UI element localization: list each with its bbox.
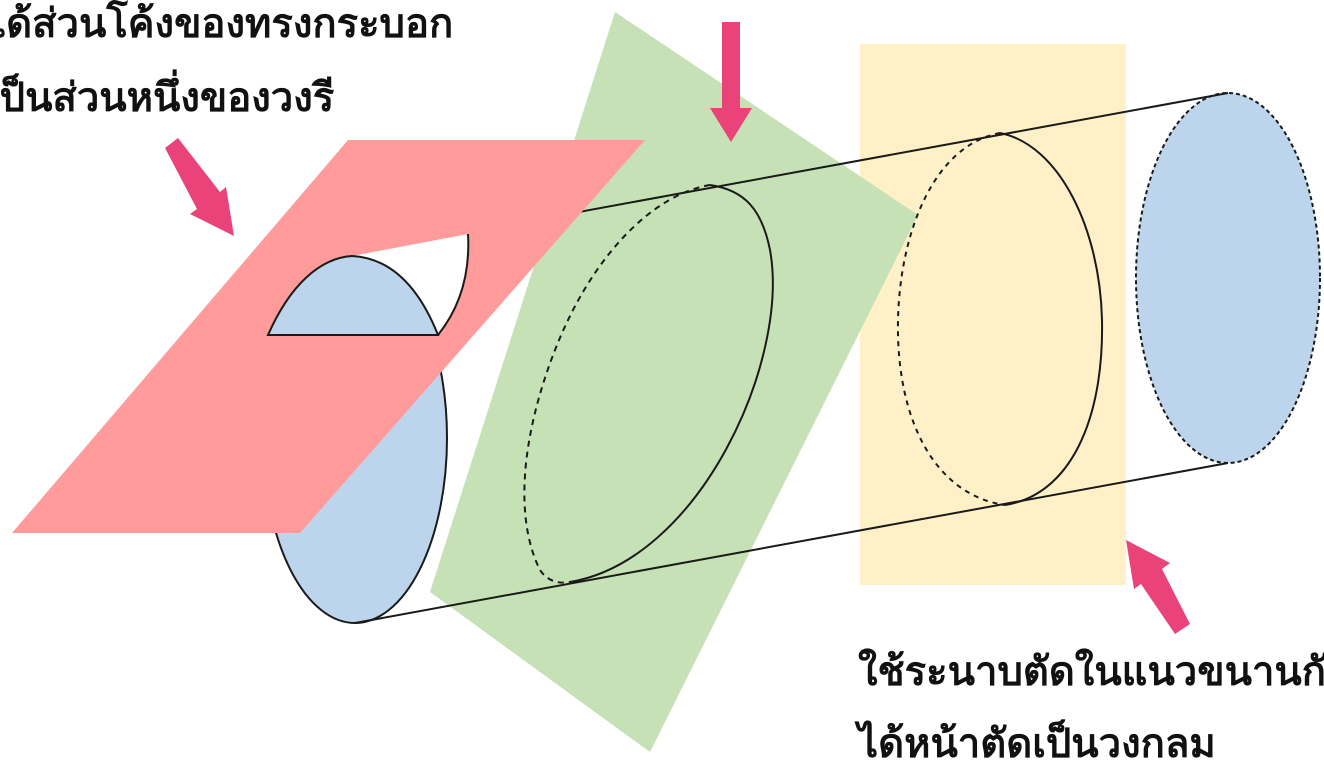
oblique-ellipse-front xyxy=(569,184,774,583)
yellow-cutting-plane xyxy=(860,44,1126,585)
circle-cross-section-back xyxy=(896,132,1006,506)
cylinder-bottom-edge xyxy=(354,462,1229,624)
curved-cut-edge xyxy=(437,233,470,336)
label-top-line2: เป็นส่วนหนึ่งของวงรี xyxy=(0,75,335,121)
label-bottom-line2: ได้หน้าตัดเป็นวงกลม xyxy=(858,721,1216,767)
circle-cross-section-front xyxy=(999,132,1104,506)
label-top-line1: ได้ส่วนโค้งของทรงกระบอก xyxy=(0,1,454,47)
arrow-down-right-icon xyxy=(165,138,234,236)
right-circle-cross-section xyxy=(1135,92,1321,464)
arrow-down-icon xyxy=(710,22,752,142)
half-ellipse-section xyxy=(266,254,440,336)
label-bottom-line1: ใช้ระนาบตัดในแนวขนานกับ xyxy=(858,649,1324,695)
arrow-up-left-icon xyxy=(1126,540,1190,634)
green-cutting-plane xyxy=(430,12,918,752)
red-cutting-plane xyxy=(12,140,645,533)
